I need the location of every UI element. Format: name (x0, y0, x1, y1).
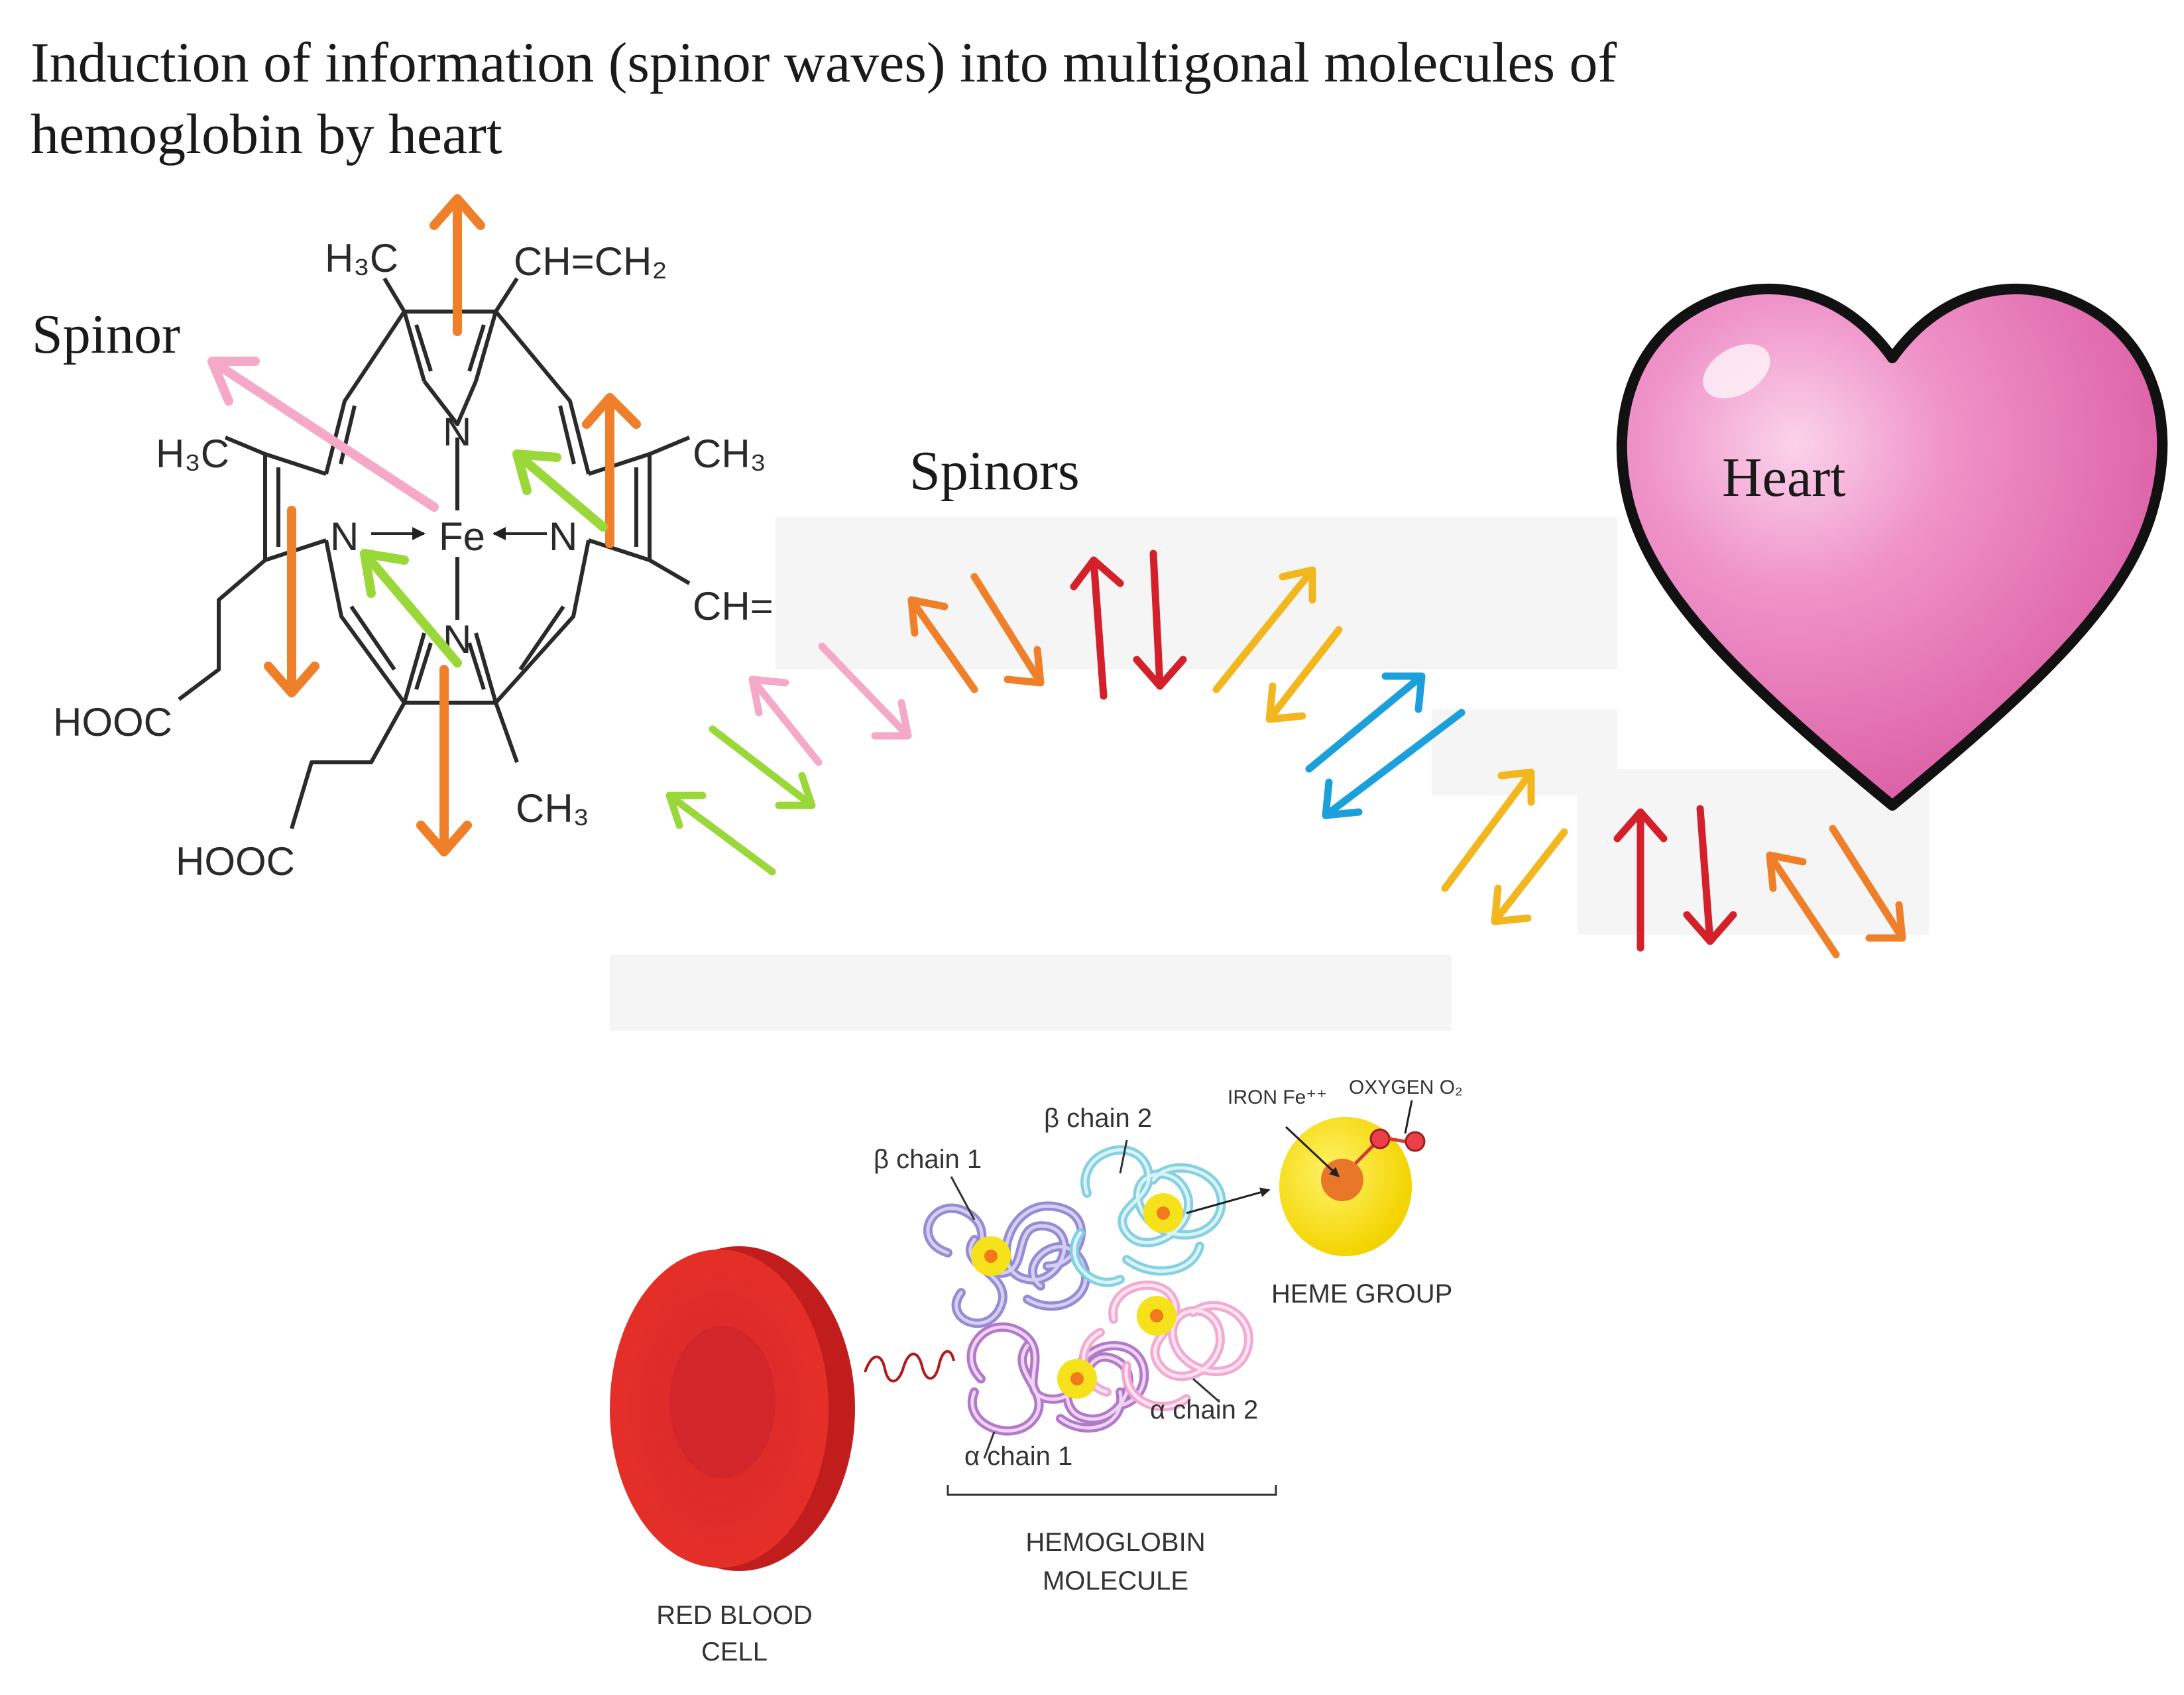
spinor-pair-green-1-up (665, 791, 776, 876)
chain-pointer-lines (947, 1140, 1277, 1496)
porphyrin-spinor-arrows (207, 194, 641, 856)
oxygen-label: OXYGEN O₂ (1349, 1077, 1463, 1098)
spinor-pair-red-1-up (1070, 556, 1124, 700)
hemoglobin-bracket (947, 1485, 1277, 1496)
spinor-pair-blue-down (1322, 709, 1466, 819)
n-left-label: N (330, 514, 359, 559)
alpha-chain-1-label: α chain 1 (964, 1442, 1072, 1471)
fe-label: Fe (439, 514, 485, 559)
spinor-arrow-down-left (264, 506, 319, 697)
spinor-pair-orange-1-down (970, 573, 1045, 687)
oxygen-atom-1 (1369, 1128, 1391, 1149)
ch3-bottom-label: CH₃ (516, 786, 589, 831)
spinor-label: Spinor (32, 304, 180, 365)
hooc-label-1: HOOC (53, 700, 172, 744)
alpha-chain-1-coil-inner (970, 1325, 1146, 1432)
spinor-arrow-up-right (582, 393, 641, 548)
ch-eq-label: CH= (693, 584, 774, 628)
spinor-arrow-down-bottom (416, 665, 472, 856)
beta-chain-1-label: β chain 1 (874, 1145, 982, 1174)
spinor-arrow-pink (207, 357, 439, 512)
heme-group-label: HEME GROUP (1271, 1279, 1452, 1309)
ch-ch2-label: CH=CH₂ (514, 239, 667, 284)
spinor-pair-green-1-down (709, 725, 816, 809)
iron-pointer (1285, 1126, 1340, 1178)
spinor-pair-yellow-1-down (1265, 626, 1343, 723)
heme-pointer (1186, 1187, 1271, 1214)
oxygen-atom-2 (1405, 1131, 1426, 1152)
spinor-arrow-green-right (512, 449, 608, 532)
rbc-connector-squiggle (864, 1350, 955, 1383)
page-title: Induction of information (spinor waves) … (30, 30, 1617, 166)
spinor-pair-orange-2-up (1766, 851, 1840, 959)
spinor-pair-red-1-down (1133, 550, 1187, 690)
alpha-chain-2-label: α chain 2 (1150, 1395, 1258, 1425)
hemoglobin-label-line2: MOLECULE (1043, 1566, 1188, 1596)
heart-shape (1616, 283, 2168, 811)
red-blood-cell (610, 1246, 955, 1571)
hooc-label-2: HOOC (176, 839, 295, 884)
iron-label: IRON Fe⁺⁺ (1228, 1086, 1327, 1108)
hemoglobin-labels: β chain 1 β chain 2 IRON Fe⁺⁺ OXYGEN O₂ … (656, 1077, 1462, 1666)
spinor-pair-yellow-2-down (1491, 828, 1568, 925)
n-right-label: N (549, 514, 577, 559)
n-top-label: N (443, 410, 471, 454)
spinor-pair-yellow-1-up (1212, 566, 1316, 693)
spinor-arrow-up-top (430, 194, 485, 336)
spinor-wave (665, 550, 1906, 959)
hemoglobin-molecule (923, 1145, 1253, 1436)
h3c-top-label: H₃C (325, 236, 398, 280)
spinor-pair-orange-2-down (1829, 825, 1906, 942)
spinor-pair-red-2-down (1683, 805, 1737, 945)
heart-highlight (1703, 344, 1770, 398)
spinor-pair-pink-up (748, 675, 823, 766)
spinor-pair-yellow-2-up (1441, 768, 1535, 892)
heart-label: Heart (1722, 447, 1846, 508)
oxygen-pointer (1404, 1100, 1413, 1134)
beta-chain-2-label: β chain 2 (1044, 1104, 1152, 1133)
spinor-pair-red-2-up (1613, 808, 1668, 952)
rbc-label-line1: RED BLOOD (656, 1601, 813, 1630)
spinor-pair-blue-up (1305, 672, 1426, 773)
beta-chain-2-coil-inner (1072, 1148, 1224, 1285)
heme-group-detail (1186, 1100, 1426, 1256)
rbc-label-line2: CELL (701, 1637, 768, 1666)
spinors-label: Spinors (909, 440, 1080, 502)
main-labels: Spinor Spinors Heart (32, 304, 1846, 508)
h3c-left-label: H₃C (156, 432, 229, 476)
spinor-pair-orange-1-up (907, 596, 978, 693)
spinor-arrow-green-bottom (360, 549, 462, 668)
ch3-right-label: CH₃ (693, 432, 766, 476)
spinor-pair-pink-down (818, 642, 912, 740)
porphyrin-labels: H₃C CH=CH₂ H₃C CH₃ CH= HOOC HOOC CH₃ N N… (53, 236, 774, 884)
hemoglobin-label-line1: HEMOGLOBIN (1025, 1528, 1205, 1557)
heme-spots (971, 1193, 1183, 1399)
